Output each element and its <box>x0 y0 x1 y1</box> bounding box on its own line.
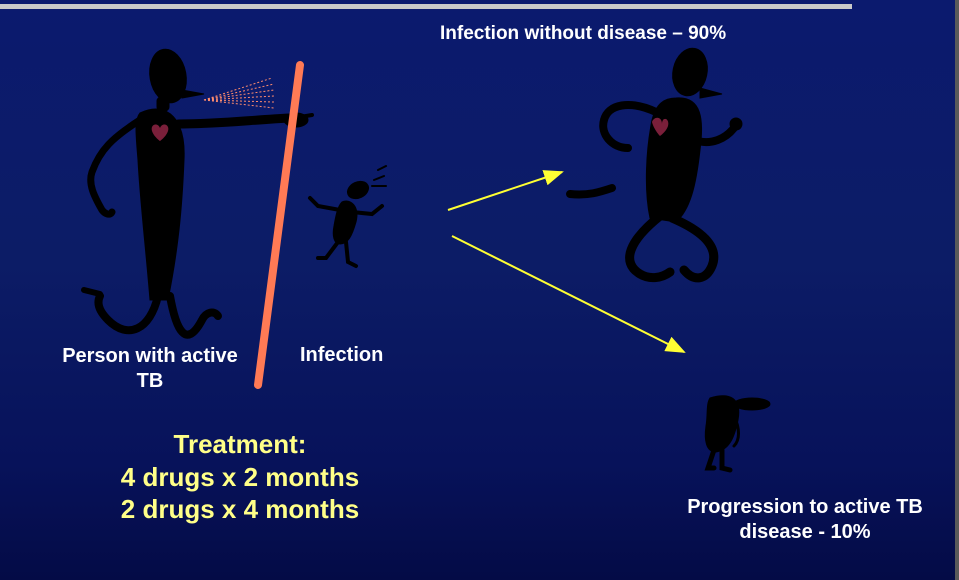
running-person-figure <box>570 45 742 278</box>
label-person-with-active-tb: Person with active TB <box>55 344 245 394</box>
treatment-title: Treatment: <box>60 428 420 461</box>
barrier-line <box>258 65 300 385</box>
label-progression-to-active-tb: Progression to active TB disease - 10% <box>655 495 955 545</box>
treatment-block: Treatment: 4 drugs x 2 months 2 drugs x … <box>60 428 420 526</box>
treatment-line-2: 2 drugs x 4 months <box>60 493 420 526</box>
sick-person-figure <box>705 396 770 470</box>
label-infection: Infection <box>300 343 420 368</box>
label-infection-without-disease: Infection without disease – 90% <box>440 22 860 46</box>
treatment-line-1: 4 drugs x 2 months <box>60 461 420 494</box>
arrow-to-healthy <box>448 172 562 210</box>
cough-spray-lines <box>204 78 274 108</box>
person-with-tb-figure <box>84 46 312 334</box>
arrow-to-disease <box>452 236 684 352</box>
infected-person-figure <box>310 166 386 266</box>
